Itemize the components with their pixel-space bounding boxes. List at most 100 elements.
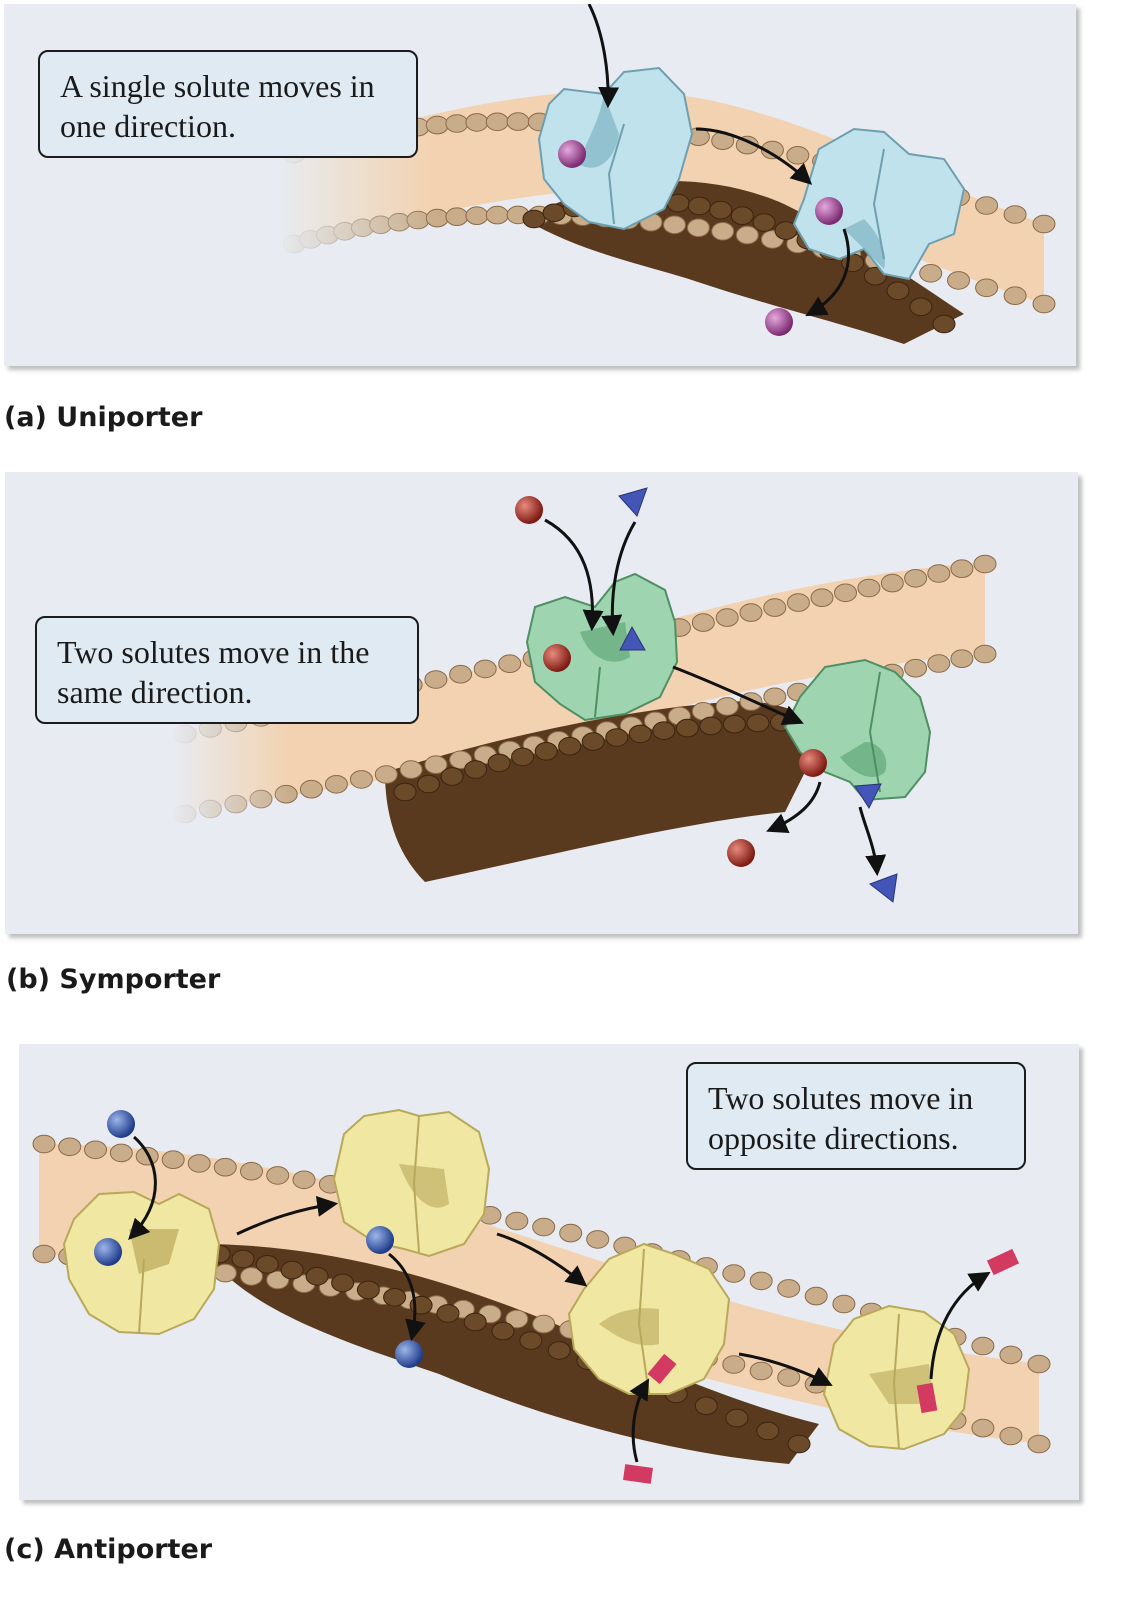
lipid-head [331, 1273, 355, 1293]
lipid-head [1003, 286, 1027, 306]
lipid-head [255, 1255, 279, 1274]
lipid-head [32, 1134, 56, 1154]
lipid-head [522, 209, 546, 229]
lipid-head [292, 1170, 316, 1190]
blue-triangle-solute [854, 783, 882, 810]
pink-rect-solute [986, 1248, 1020, 1276]
panel-caption: (a) Uniporter [4, 402, 203, 433]
lipid-head [832, 1294, 856, 1314]
lipid-head [786, 593, 810, 612]
lipid-head [975, 196, 999, 215]
symporter-protein-open-in [783, 658, 932, 802]
lipid-head [628, 724, 652, 744]
lipid-head [652, 721, 676, 741]
arrow [695, 127, 813, 185]
lipid-head [760, 140, 784, 160]
lipid-head [715, 697, 739, 716]
lipid-head [973, 554, 997, 574]
lipid-head [436, 1304, 460, 1323]
lipid-head [687, 196, 711, 216]
lipid-head [1027, 1354, 1051, 1374]
lipid-head [161, 1150, 185, 1169]
purple-solute [815, 197, 843, 225]
lipid-head [558, 736, 582, 756]
uniporter-protein-open-out [537, 66, 694, 231]
arrow [587, 4, 620, 109]
lipid-head [699, 716, 723, 736]
lipid-head [586, 1230, 610, 1249]
callout-box: Two solutes move in opposite directions. [686, 1062, 1026, 1170]
lipid-head [305, 1267, 329, 1286]
lipid-head [857, 578, 881, 598]
arrow [858, 806, 887, 877]
pink-rect-solute [647, 1353, 677, 1385]
purple-solute [765, 308, 793, 336]
lipid-head [763, 687, 787, 707]
lipid-head [722, 1264, 746, 1283]
lipid-head [498, 654, 522, 673]
lipid-head [349, 770, 373, 789]
blue-triangle-solute [868, 873, 898, 903]
blue-triangle-solute [618, 487, 648, 517]
lipid-head [749, 1271, 773, 1291]
uniporter-protein-open-in [792, 127, 966, 281]
blue-triangle-solute [619, 625, 646, 651]
lipid-head [730, 206, 754, 225]
lipid-head [559, 1223, 583, 1243]
arrow [672, 665, 804, 726]
lipid-head [777, 1279, 801, 1298]
lipid-head [691, 613, 715, 632]
lipid-head [715, 608, 739, 627]
uniporter-panel: A single solute moves in one direction. [4, 4, 1076, 366]
arrow [738, 1352, 833, 1386]
lipid-head [909, 297, 933, 317]
lipid-head [109, 1143, 133, 1163]
lipid-head [973, 644, 997, 664]
red-solute [727, 839, 755, 867]
lipid-head [445, 207, 469, 226]
lipid-head [711, 222, 735, 241]
lipid-head [465, 113, 489, 132]
lipid-head [739, 603, 763, 622]
lipid-head [374, 765, 398, 784]
lipid-head [709, 200, 733, 220]
lipid-head [187, 1154, 211, 1173]
lipid-head [947, 271, 970, 290]
arrow [388, 1252, 426, 1342]
lipid-head [393, 782, 417, 802]
lipid-head [1032, 214, 1056, 234]
lipid-head [663, 215, 686, 235]
lipid-head [752, 213, 776, 232]
lipid-head [84, 1140, 107, 1160]
lipid-head [950, 559, 974, 578]
lipid-head [532, 1314, 556, 1334]
lipid-head [804, 1286, 828, 1306]
symporter-panel: Two solutes move in the same direction. [5, 472, 1078, 934]
membrane-band [284, 91, 1044, 305]
lipid-head [904, 569, 928, 588]
lipid-head [464, 760, 488, 779]
lipid-head [777, 1368, 801, 1387]
arrow [496, 1232, 588, 1287]
arrow [805, 228, 850, 317]
lipid-head [449, 664, 473, 684]
pink-rect-solute [623, 1464, 653, 1484]
lipid-head [506, 112, 530, 131]
lipid-head [240, 1161, 263, 1181]
lipid-head [487, 753, 511, 773]
lipid-head [834, 583, 857, 603]
lipid-head [605, 728, 629, 747]
lipid-head [424, 755, 448, 775]
lipid-head [686, 218, 710, 238]
lipid-head [722, 714, 746, 734]
lipid-head [383, 1288, 407, 1307]
arrow [128, 1135, 157, 1241]
lipid-head [424, 670, 448, 689]
purple-solute [558, 140, 586, 168]
lipid-head [213, 1263, 237, 1283]
lipid-head [749, 1361, 773, 1381]
lipid-head [519, 1331, 543, 1350]
lipid-head [32, 1244, 56, 1264]
lipid-head [266, 1166, 290, 1185]
lipid-head [1003, 205, 1027, 224]
